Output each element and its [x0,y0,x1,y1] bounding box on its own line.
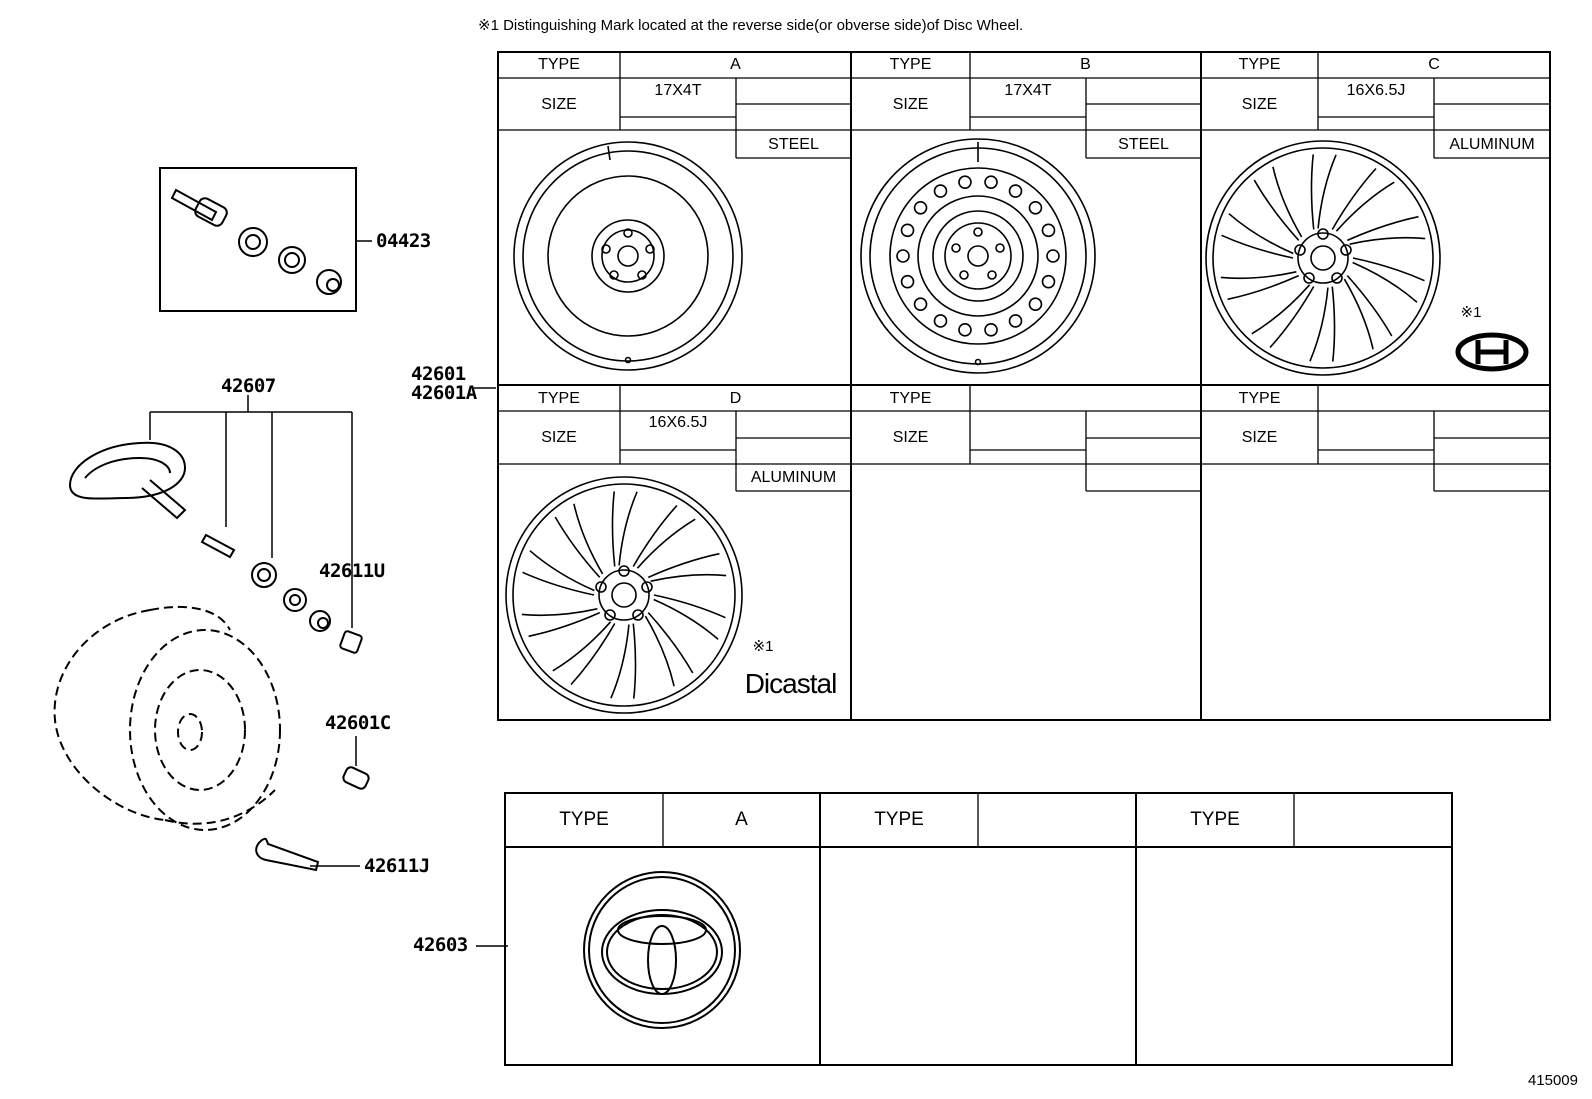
size-value: 16X6.5J [648,414,708,431]
part-number-42601: 42601 [411,363,466,385]
wheel-hole [958,175,972,189]
wheel-spoke [644,612,694,687]
wheel-spoke [611,491,638,567]
distinguishing-mark-note: ※1 Distinguishing Mark located at the re… [478,17,1024,34]
valve-parts-icon [200,533,370,872]
part-number-42607: 42607 [221,375,276,397]
size-value: 17X4T [1004,82,1052,99]
type-value: A [730,56,741,73]
toyota-emblem-icon [583,871,741,1029]
wheel-hole [913,200,928,215]
dicastal-logo: Dicastal [744,668,838,699]
type-label: TYPE [1238,56,1281,73]
cap-type-value: A [735,809,748,830]
size-label: SIZE [541,96,577,113]
wheel-hole [1028,200,1043,215]
wheel-spoke [1251,284,1315,349]
wheel-hole [958,323,972,337]
type-value: B [1080,56,1091,73]
type-label: TYPE [538,390,580,407]
wheel-hole [933,314,948,328]
wheel-spoke [632,504,696,569]
valve-stem-icon [170,188,342,295]
wheel-spoke [1220,271,1300,301]
wheel-spoke [554,503,604,578]
wheel-hole [896,249,910,263]
wheel-spoke [647,552,727,582]
wheel-hole [1041,223,1056,238]
wheel-hole [900,223,915,238]
wheel-hole [1008,314,1023,328]
wheel-table-grid [497,51,1551,721]
hitachi-mark-icon [1455,332,1529,372]
type-label: TYPE [889,56,932,73]
illustration-reference-number: 415009 [1527,1072,1578,1089]
size-value: 16X6.5J [1346,82,1406,99]
wheel-spoke [552,621,616,686]
cap-type-label: TYPE [1190,809,1240,830]
wheel-hole [984,175,998,189]
size-label: SIZE [1241,96,1278,113]
steel-wheel-a-icon [513,141,743,371]
distinguishing-mark-ref: ※1 [1460,304,1482,321]
type-value: D [729,390,742,407]
wheel-hole [1008,184,1023,198]
material-value: STEEL [1118,136,1169,153]
type-value: C [1428,56,1440,73]
wheel-spoke [610,623,637,699]
type-label: TYPE [889,390,932,407]
material-value: STEEL [768,136,819,153]
size-label: SIZE [1241,429,1278,446]
steel-wheel-b-icon [860,138,1096,374]
wheel-spoke [1346,215,1426,245]
wheel-spoke [1343,275,1393,350]
wheel-spoke [1309,286,1336,362]
wheel-hole [1046,249,1060,263]
wheel-hole [913,297,928,312]
type-label: TYPE [1238,390,1281,407]
size-label: SIZE [892,429,929,446]
size-label: SIZE [892,96,929,113]
wheel-hole [933,184,948,198]
type-label: TYPE [538,56,580,73]
tire-icon [53,606,281,831]
wheel-spoke [1310,154,1337,230]
part-number-42611u: 42611U [319,560,385,582]
wheel-hole [900,274,915,289]
cap-type-label: TYPE [559,809,609,830]
valve-kit-box [159,167,357,312]
wheel-spoke [1352,257,1425,303]
size-value: 17X4T [654,82,702,99]
wheel-spoke [1253,166,1303,241]
alloy-wheel-d-icon [505,476,743,714]
size-label: SIZE [541,429,577,446]
part-number-42603: 42603 [413,934,468,956]
part-number-42611j: 42611J [364,855,430,877]
material-value: ALUMINUM [750,469,837,486]
material-value: ALUMINUM [1449,136,1535,153]
wheel-spoke [521,608,601,638]
alloy-wheel-c-icon [1205,140,1441,376]
wheel-hole [984,323,998,337]
part-number-42601a: 42601A [411,382,477,404]
part-number-42601c: 42601C [325,712,391,734]
part-number-04423: 04423 [376,230,431,252]
wheel-spoke [1221,213,1294,259]
distinguishing-mark-ref: ※1 [752,638,774,655]
wheel-hole [1028,297,1043,312]
wheel-spoke [653,594,726,640]
wheel-hole [1041,274,1056,289]
cap-type-label: TYPE [874,809,924,830]
wheel-spoke [522,550,595,596]
tpms-sensor-icon [68,441,187,520]
wheel-spoke [1331,167,1395,232]
